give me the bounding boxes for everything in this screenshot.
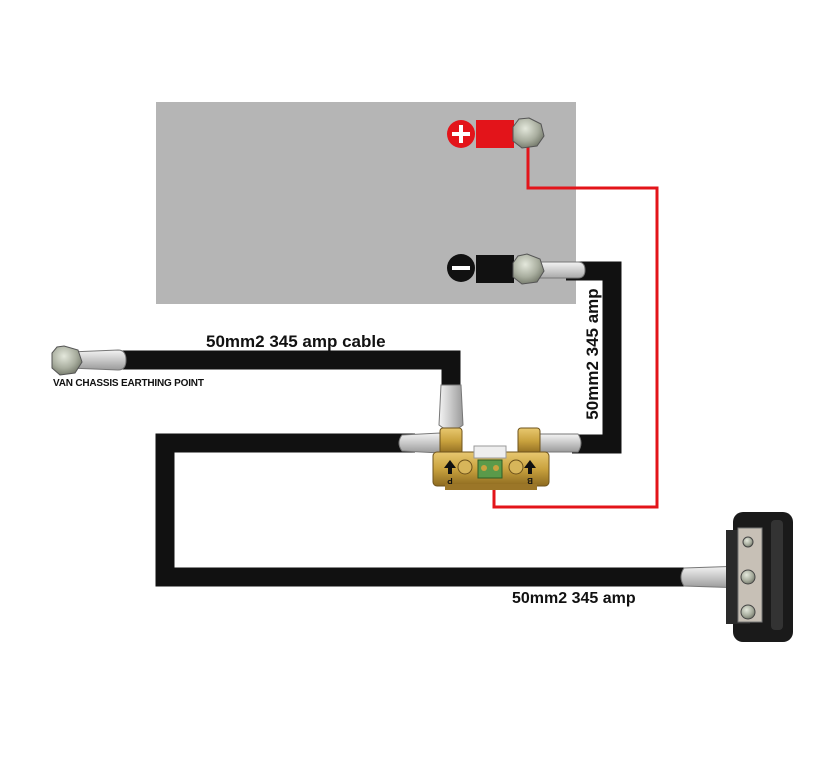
positive-post: [476, 120, 514, 148]
positive-terminal: [447, 117, 545, 149]
shunt-p-arrow-icon: [444, 460, 456, 474]
busbar: [680, 512, 793, 642]
negative-bolt-icon: [512, 253, 545, 285]
shunt: P B: [398, 384, 582, 490]
vertical-cable-label: 50mm2 345 amp: [583, 288, 602, 420]
chassis-bolt-icon: [51, 345, 83, 376]
chassis-point-label: VAN CHASSIS EARTHING POINT: [53, 378, 204, 389]
shunt-top-lug: [438, 384, 464, 431]
positive-bolt-icon: [512, 117, 545, 149]
chassis-lug: [51, 345, 127, 376]
busbar-stud-top-icon: [742, 536, 754, 548]
busbar-stud-mid-icon: [740, 569, 756, 585]
shunt-right-mark: B: [527, 476, 533, 485]
cable-chassis-to-shunt: [110, 350, 461, 395]
shunt-b-arrow-icon: [524, 460, 536, 474]
cable-negative-to-shunt: [566, 261, 622, 454]
red-sense-wire: [492, 146, 659, 509]
shunt-left-mark: P: [447, 476, 453, 485]
shunt-connector: [473, 445, 507, 459]
bottom-cable-label: 50mm2 345 amp: [512, 590, 636, 607]
cable-shunt-to-busbar: [155, 433, 690, 587]
cables: [110, 261, 690, 587]
negative-post: [476, 255, 514, 283]
negative-terminal: [447, 253, 586, 285]
shunt-right-lug: [527, 433, 582, 453]
shunt-left-lug: [398, 432, 441, 454]
busbar-stud-bottom-icon: [740, 604, 756, 620]
top-cable-label: 50mm2 345 amp cable: [206, 332, 386, 351]
